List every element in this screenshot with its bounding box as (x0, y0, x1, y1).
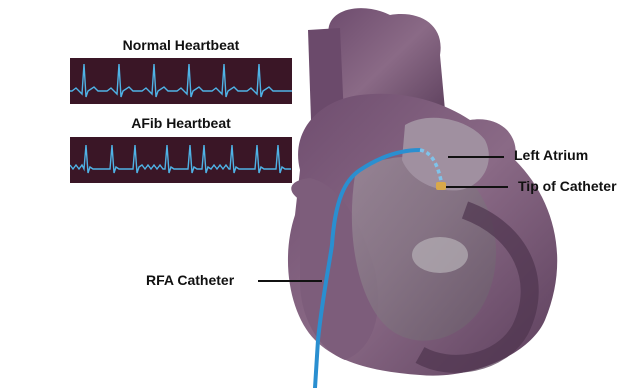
afib-heartbeat-title: AFib Heartbeat (70, 115, 292, 131)
catheter-tip-leader (446, 186, 508, 188)
catheter-tip-label: Tip of Catheter (518, 178, 617, 194)
normal-ecg-trace (70, 58, 292, 104)
left-atrium-leader (448, 156, 504, 158)
rfa-catheter-leader (258, 280, 322, 282)
afib-ecg-strip (70, 137, 292, 183)
valve (412, 237, 468, 273)
left-atrium-label: Left Atrium (514, 147, 588, 163)
normal-heartbeat-title: Normal Heartbeat (70, 37, 292, 53)
rfa-catheter-label: RFA Catheter (146, 272, 234, 288)
catheter-tip-marker (436, 182, 446, 190)
normal-ecg-strip (70, 58, 292, 104)
afib-ecg-trace (70, 137, 292, 183)
